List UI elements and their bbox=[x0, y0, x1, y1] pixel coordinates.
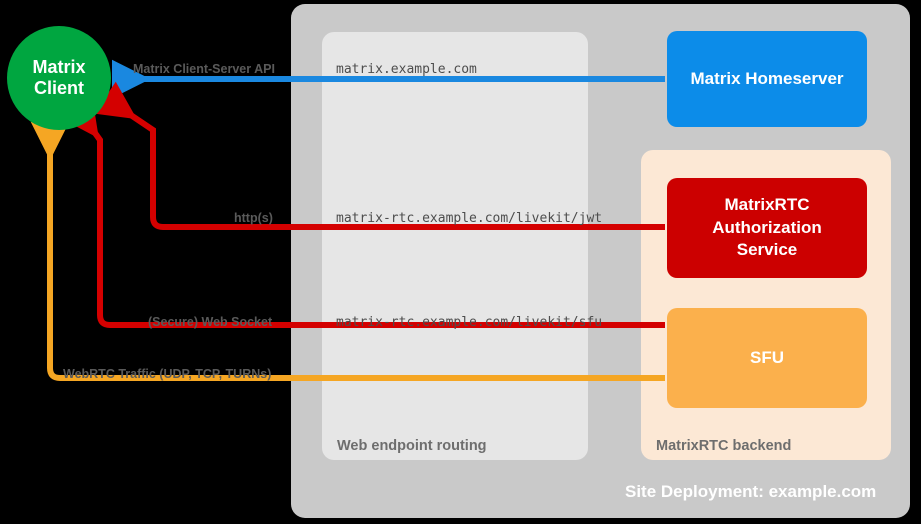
node-matrixrtc-authorization-service[interactable]: MatrixRTC Authorization Service bbox=[667, 178, 867, 278]
auth-service-label-line1: MatrixRTC bbox=[724, 195, 810, 215]
sfu-label: SFU bbox=[750, 348, 784, 367]
endpoint-label-livekit-sfu: matrix-rtc.example.com/livekit/sfu bbox=[336, 315, 603, 330]
site-deployment-label: Site Deployment: example.com bbox=[625, 482, 877, 501]
node-sfu[interactable]: SFU bbox=[667, 308, 867, 408]
endpoint-label-livekit-jwt: matrix-rtc.example.com/livekit/jwt bbox=[336, 211, 603, 226]
auth-service-label-line2: Authorization bbox=[712, 217, 822, 237]
flow-label-webrtc-traffic: WebRTC Traffic (UDP, TCP, TURNs) bbox=[63, 367, 272, 381]
endpoint-label-matrix: matrix.example.com bbox=[336, 62, 477, 77]
matrix-homeserver-label: Matrix Homeserver bbox=[690, 69, 844, 88]
matrixrtc-backend-label: MatrixRTC backend bbox=[656, 438, 792, 454]
web-endpoint-routing-label: Web endpoint routing bbox=[337, 438, 487, 454]
flow-label-websocket: (Secure) Web Socket bbox=[148, 315, 273, 329]
node-matrix-homeserver[interactable]: Matrix Homeserver bbox=[667, 31, 867, 127]
auth-service-label-line3: Service bbox=[736, 240, 798, 260]
arrow-livekit-sfu-websocket bbox=[60, 95, 665, 328]
flow-label-http: http(s) bbox=[234, 211, 273, 225]
arrow-livekit-jwt bbox=[94, 81, 665, 230]
web-endpoint-routing-container bbox=[322, 32, 588, 460]
matrix-client-label-line1: Matrix bbox=[32, 56, 86, 77]
matrix-client-label-line2: Client bbox=[33, 78, 84, 98]
flow-label-client-server-api: Matrix Client-Server API bbox=[133, 62, 275, 76]
node-matrix-client[interactable]: Matrix Client bbox=[7, 26, 111, 130]
arrow-webrtc-media bbox=[30, 122, 665, 381]
